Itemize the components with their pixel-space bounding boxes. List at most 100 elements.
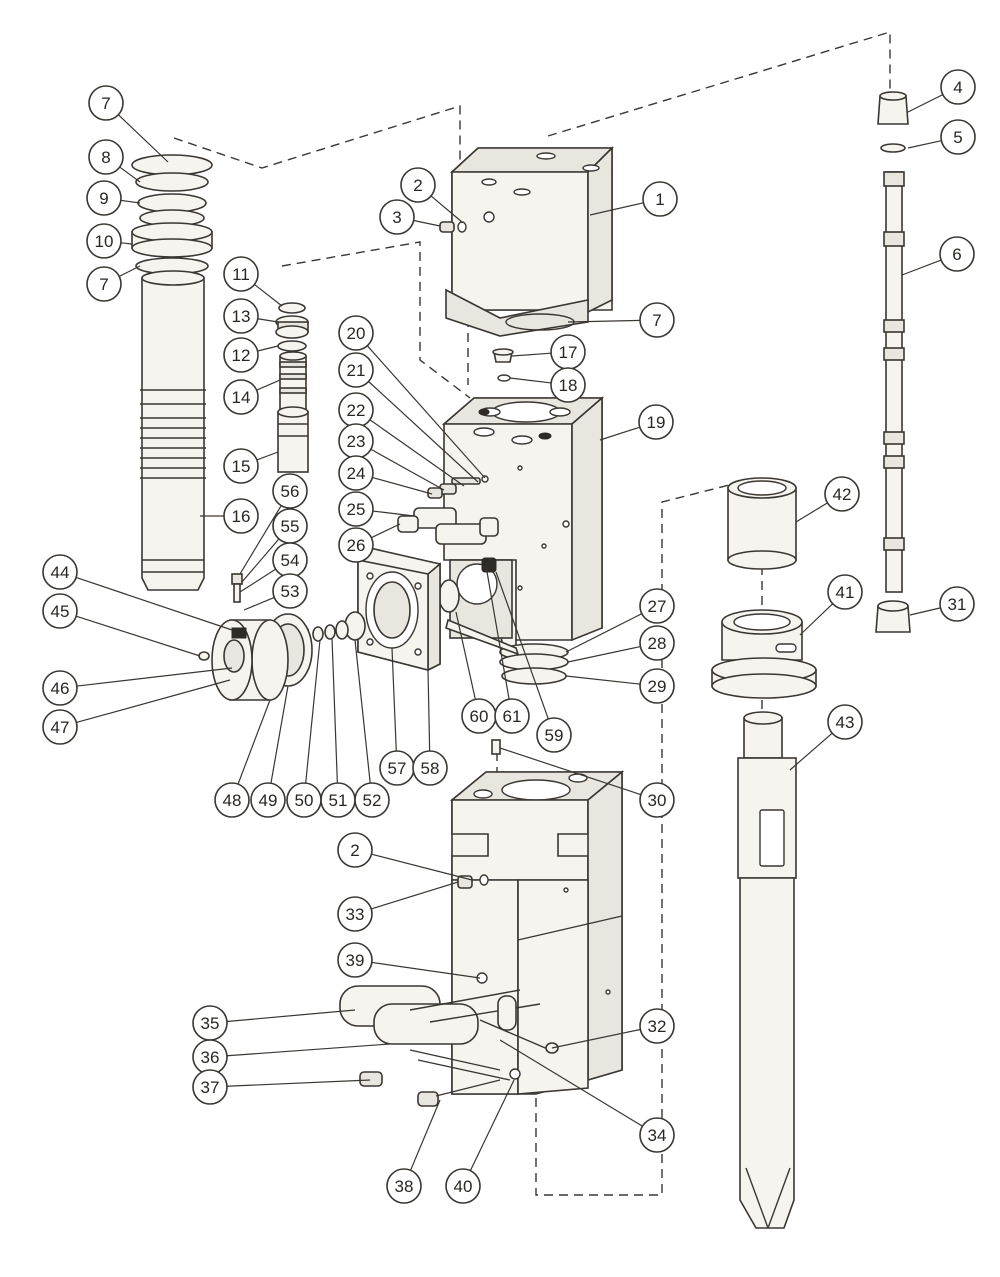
callout-label: 15 <box>232 457 251 476</box>
callout-leader-54 <box>239 568 277 593</box>
callout-8: 8 <box>88 139 124 175</box>
callout-leader-61 <box>485 565 510 700</box>
callout-label: 46 <box>51 679 70 698</box>
callout-leader-13 <box>257 318 279 323</box>
callout-circle <box>214 782 250 818</box>
callout-label: 21 <box>347 361 366 380</box>
callout-leader-49 <box>270 685 289 784</box>
callout-circle <box>223 379 259 415</box>
callout-leader-14 <box>256 379 281 391</box>
callout-label: 56 <box>281 482 300 501</box>
callout-leader-23 <box>370 448 445 491</box>
callout-leader-15 <box>256 451 279 461</box>
callout-circle <box>939 586 975 622</box>
callout-leader-24 <box>372 476 433 495</box>
callout-label: 4 <box>953 78 962 97</box>
callout-circle <box>337 832 373 868</box>
callout-circle <box>536 717 572 753</box>
callout-32: 32 <box>639 1008 675 1044</box>
callout-leader-18 <box>509 377 552 384</box>
callout-38: 38 <box>386 1168 422 1204</box>
callout-47: 47 <box>42 709 78 745</box>
callout-label: 58 <box>421 759 440 778</box>
callout-circle <box>192 1069 228 1105</box>
callout-label: 32 <box>648 1017 667 1036</box>
callout-leader-34 <box>499 1039 643 1127</box>
callout-leader-45 <box>76 615 201 657</box>
callout-circle <box>338 352 374 388</box>
callout-48: 48 <box>214 782 250 818</box>
callout-label: 5 <box>953 128 962 147</box>
callout-label: 43 <box>836 713 855 732</box>
plug-parts-2-3 <box>439 221 467 233</box>
callout-61: 61 <box>494 698 530 734</box>
callout-circle <box>42 709 78 745</box>
callout-label: 36 <box>201 1048 220 1067</box>
callout-circle <box>827 574 863 610</box>
callout-label: 60 <box>470 707 489 726</box>
callout-leader-47 <box>76 679 231 724</box>
callout-leader-5 <box>907 140 942 149</box>
callout-label: 41 <box>836 583 855 602</box>
callout-leader-12 <box>257 345 279 352</box>
callout-leader-48 <box>237 699 271 785</box>
callout-label: 24 <box>347 464 366 483</box>
callout-circle <box>386 1168 422 1204</box>
callout-circle <box>42 670 78 706</box>
callout-label: 19 <box>647 413 666 432</box>
callout-25: 25 <box>338 491 374 527</box>
callout-leader-39 <box>371 961 481 979</box>
callout-circle <box>223 498 259 534</box>
callout-leader-50 <box>305 639 321 784</box>
callout-42: 42 <box>824 476 860 512</box>
callout-circle <box>223 337 259 373</box>
cylinder-assembly-part-16 <box>131 154 213 591</box>
callout-leader-19 <box>599 426 640 441</box>
callout-58: 58 <box>412 750 448 786</box>
callout-17: 17 <box>550 334 586 370</box>
callout-12: 12 <box>223 337 259 373</box>
callout-7: 7 <box>86 266 122 302</box>
callout-leader-31 <box>909 607 941 616</box>
callout-9: 9 <box>86 180 122 216</box>
callout-label: 35 <box>201 1014 220 1033</box>
callout-5: 5 <box>940 119 976 155</box>
callout-43: 43 <box>827 704 863 740</box>
valve-stack-parts-11-15 <box>275 302 309 473</box>
callout-57: 57 <box>379 750 415 786</box>
callout-circle <box>86 180 122 216</box>
callout-label: 10 <box>95 232 114 251</box>
callout-circle <box>223 298 259 334</box>
callout-leader-44 <box>75 576 233 631</box>
callout-39: 39 <box>337 942 373 978</box>
callout-circle <box>639 1008 675 1044</box>
callout-label: 13 <box>232 307 251 326</box>
callout-55: 55 <box>272 508 308 544</box>
callout-leader-20 <box>366 345 486 479</box>
callout-circle <box>827 704 863 740</box>
callout-label: 25 <box>347 500 366 519</box>
callout-49: 49 <box>250 782 286 818</box>
callout-label: 53 <box>281 582 300 601</box>
callout-label: 48 <box>223 791 242 810</box>
callout-label: 2 <box>350 841 359 860</box>
callout-50: 50 <box>286 782 322 818</box>
callout-36: 36 <box>192 1039 228 1075</box>
callout-label: 20 <box>347 324 366 343</box>
callout-label: 33 <box>346 905 365 924</box>
callout-leader-32 <box>551 1028 641 1049</box>
callout-circle <box>550 367 586 403</box>
callout-label: 16 <box>232 507 251 526</box>
callout-leader-53 <box>243 596 275 611</box>
callout-7: 7 <box>639 302 675 338</box>
callout-15: 15 <box>223 448 259 484</box>
callout-circle <box>86 223 122 259</box>
callout-19: 19 <box>638 404 674 440</box>
callout-label: 1 <box>655 190 664 209</box>
callout-label: 2 <box>413 176 422 195</box>
callout-31: 31 <box>939 586 975 622</box>
callout-leader-21 <box>368 381 479 483</box>
callout-circle <box>639 668 675 704</box>
callout-label: 6 <box>952 245 961 264</box>
